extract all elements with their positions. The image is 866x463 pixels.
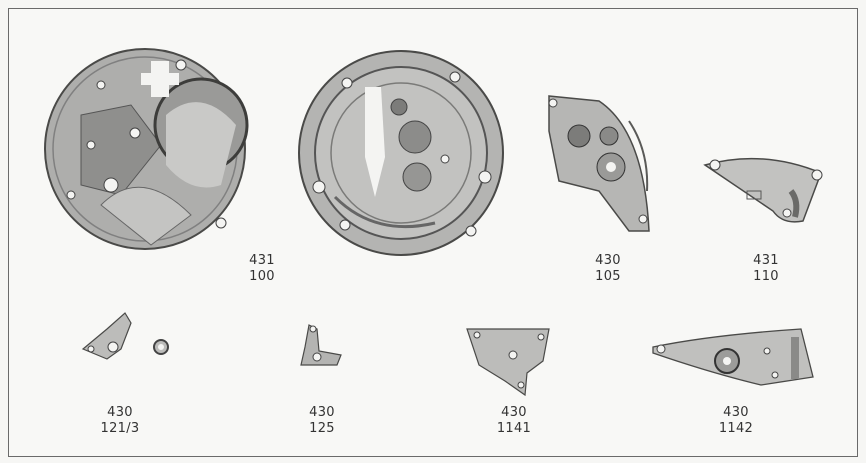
part-label-121-3: 430 121/3 [85, 405, 155, 437]
part-number: 100 [249, 269, 275, 284]
part-ref: 430 [501, 405, 527, 420]
part-number: 121/3 [100, 421, 140, 436]
part-number: 1142 [718, 421, 754, 436]
part-number: 125 [309, 421, 335, 436]
part-ref: 431 [753, 253, 779, 268]
bridge-fan-illustration [703, 157, 823, 223]
mainplate-top-illustration [44, 48, 249, 250]
part-label-1141: 430 1141 [479, 405, 549, 437]
part-ref: 431 [249, 253, 275, 268]
part-label-110: 431 110 [731, 253, 801, 285]
part-ref: 430 [723, 405, 749, 420]
part-ref: 430 [309, 405, 335, 420]
parts-sheet: 431 100 430 105 431 110 430 121/3 430 12… [8, 8, 858, 457]
clamp-small-illustration [300, 324, 342, 366]
part-ref: 430 [595, 253, 621, 268]
bridge-large-illustration [548, 95, 650, 232]
part-label-100: 431 100 [227, 253, 297, 285]
plate-trapezoid-illustration [466, 328, 550, 397]
part-label-125: 430 125 [287, 405, 357, 437]
lever-small-illustration [81, 312, 169, 360]
part-label-1142: 430 1142 [701, 405, 771, 437]
part-number: 1141 [496, 421, 532, 436]
bridge-long-illustration [652, 328, 814, 386]
part-ref: 430 [107, 405, 133, 420]
part-number: 105 [595, 269, 621, 284]
mainplate-bottom-illustration [298, 50, 504, 256]
part-number: 110 [753, 269, 779, 284]
part-label-105: 430 105 [573, 253, 643, 285]
